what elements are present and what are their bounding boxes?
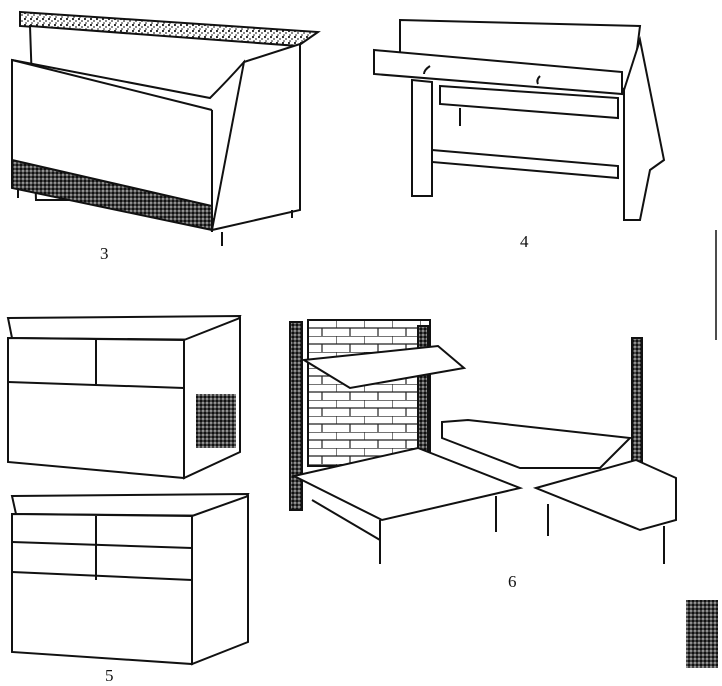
figure-label-3: 3 bbox=[100, 244, 109, 263]
scan-edge-marks bbox=[686, 230, 718, 668]
figure-4-desk bbox=[373, 18, 666, 221]
figure-label-4: 4 bbox=[520, 232, 529, 251]
figure-5-cabinets bbox=[6, 314, 250, 666]
figure-3-counter bbox=[11, 10, 321, 246]
figure-label-6: 6 bbox=[508, 572, 517, 591]
figure-label-5: 5 bbox=[105, 666, 114, 685]
figure-6-shelving bbox=[289, 319, 677, 564]
